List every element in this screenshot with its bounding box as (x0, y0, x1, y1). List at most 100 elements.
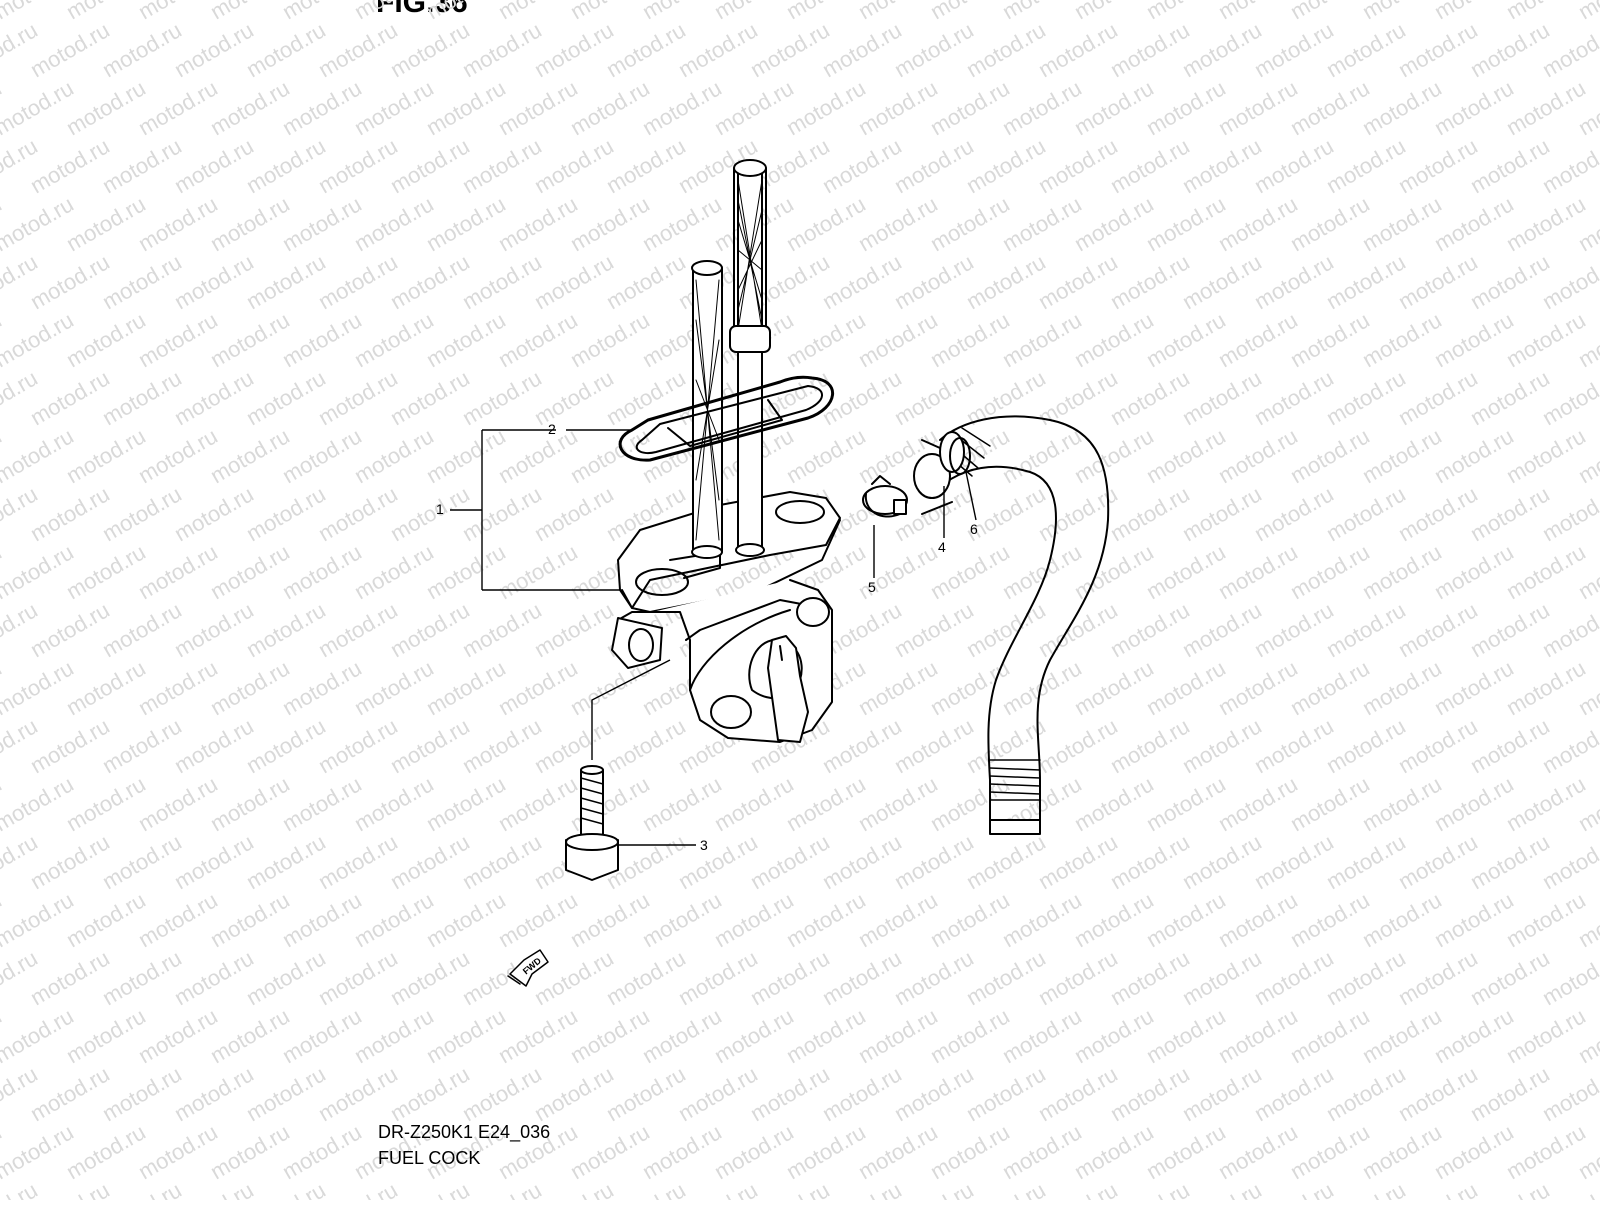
watermark-text: motod.ru (1106, 481, 1194, 546)
watermark-text: motod.ru (1358, 307, 1446, 372)
watermark-text: motod.ru (818, 249, 906, 314)
watermark-text: motod.ru (1538, 1061, 1600, 1126)
watermark-text: motod.ru (494, 655, 582, 720)
watermark-text: motod.ru (26, 945, 114, 1010)
watermark-text: motod.ru (1250, 713, 1338, 778)
watermark-text: motod.ru (782, 771, 870, 836)
watermark-text: motod.ru (242, 17, 330, 82)
watermark-text: motod.ru (26, 481, 114, 546)
watermark-text: motod.ru (1358, 191, 1446, 256)
watermark-text: motod.ru (386, 829, 474, 894)
watermark-text: motod.ru (494, 307, 582, 372)
watermark-text: motod.ru (350, 655, 438, 720)
watermark-text: motod.ru (98, 17, 186, 82)
watermark-text: motod.ru (0, 1119, 78, 1184)
watermark-text: motod.ru (1466, 133, 1554, 198)
watermark-text: motod.ru (1358, 423, 1446, 488)
watermark-text: motod.ru (1466, 945, 1554, 1010)
watermark-text: motod.ru (674, 945, 762, 1010)
watermark-text: motod.ru (422, 655, 510, 720)
watermark-text: motod.ru (1178, 597, 1266, 662)
watermark-text: motod.ru (782, 1003, 870, 1068)
watermark-text: motod.ru (1214, 1119, 1302, 1184)
watermark-text: motod.ru (206, 655, 294, 720)
watermark-text: motod.ru (1286, 191, 1374, 256)
watermark-text: motod.ru (98, 829, 186, 894)
model-code: DR-Z250K1 E24_036 (378, 1122, 551, 1142)
watermark-text: motod.ru (1142, 771, 1230, 836)
watermark-text: motod.ru (314, 597, 402, 662)
watermark-text: motod.ru (170, 945, 258, 1010)
watermark-text: motod.ru (710, 1003, 798, 1068)
watermark-text: motod.ru (1178, 133, 1266, 198)
watermark-text: motod.ru (1538, 481, 1600, 546)
watermark-text: motod.ru (890, 365, 978, 430)
watermark-text: motod.ru (962, 829, 1050, 894)
watermark-text: motod.ru (1178, 1061, 1266, 1126)
watermark-text: motod.ru (1502, 75, 1590, 140)
watermark-text: motod.ru (746, 829, 834, 894)
watermark-text: motod.ru (890, 945, 978, 1010)
watermark-text: motod.ru (98, 1061, 186, 1126)
watermark-text: motod.ru (1322, 17, 1410, 82)
watermark-text: motod.ru (278, 887, 366, 952)
watermark-text: motod.ru (1466, 17, 1554, 82)
watermark-text: motod.ru (854, 1003, 942, 1068)
watermark-text: motod.ru (782, 191, 870, 256)
watermark-text: motod.ru (1142, 655, 1230, 720)
watermark-text: motod.ru (458, 481, 546, 546)
watermark-text: motod.ru (1286, 1003, 1374, 1068)
watermark-text: motod.ru (1034, 365, 1122, 430)
watermark-text: motod.ru (1430, 75, 1518, 140)
watermark-text: motod.ru (134, 887, 222, 952)
watermark-text: motod.ru (602, 945, 690, 1010)
watermark-text: motod.ru (422, 191, 510, 256)
watermark-text: motod.ru (314, 1061, 402, 1126)
watermark-text: motod.ru (1034, 713, 1122, 778)
watermark-text: motod.ru (242, 133, 330, 198)
watermark-text: motod.ru (206, 539, 294, 604)
watermark-text: motod.ru (1430, 539, 1518, 604)
watermark-text: motod.ru (170, 365, 258, 430)
watermark-text: motod.ru (350, 771, 438, 836)
watermark-text: motod.ru (1070, 539, 1158, 604)
watermark-text: motod.ru (998, 655, 1086, 720)
watermark-text: motod.ru (782, 75, 870, 140)
watermark-text: motod.ru (782, 423, 870, 488)
watermark-text: motod.ru (134, 191, 222, 256)
watermark-text: motod.ru (26, 365, 114, 430)
watermark-text: motod.ru (962, 133, 1050, 198)
watermark-text: motod.ru (1430, 887, 1518, 952)
watermark-text: motod.ru (1286, 887, 1374, 952)
watermark-text: motod.ru (422, 75, 510, 140)
watermark-text: motod.ru (278, 1119, 366, 1184)
watermark-text: motod.ru (0, 655, 78, 720)
watermark-text: motod.ru (710, 771, 798, 836)
watermark-text: motod.ru (1178, 17, 1266, 82)
watermark-text: motod.ru (1394, 249, 1482, 314)
watermark-text: motod.ru (350, 191, 438, 256)
watermark-text: motod.ru (350, 887, 438, 952)
watermark-text: motod.ru (314, 713, 402, 778)
watermark-text: motod.ru (422, 1003, 510, 1068)
watermark-text: motod.ru (1106, 713, 1194, 778)
watermark-text: motod.ru (26, 829, 114, 894)
callout-6: 6 (970, 521, 978, 537)
watermark-text: motod.ru (1430, 771, 1518, 836)
watermark-text: motod.ru (1502, 655, 1590, 720)
watermark-text: motod.ru (1430, 191, 1518, 256)
watermark-text: motod.ru (1502, 191, 1590, 256)
watermark-text: motod.ru (1034, 829, 1122, 894)
watermark-text: motod.ru (26, 133, 114, 198)
watermark-text: motod.ru (818, 713, 906, 778)
watermark-text: motod.ru (998, 191, 1086, 256)
watermark-text: motod.ru (386, 133, 474, 198)
watermark-text: motod.ru (998, 887, 1086, 952)
watermark-text: motod.ru (62, 1003, 150, 1068)
watermark-text: motod.ru (1142, 191, 1230, 256)
watermark-text: motod.ru (926, 75, 1014, 140)
watermark-text: motod.ru (1214, 423, 1302, 488)
watermark-text: motod.ru (1394, 365, 1482, 430)
watermark-text: motod.ru (710, 1119, 798, 1184)
